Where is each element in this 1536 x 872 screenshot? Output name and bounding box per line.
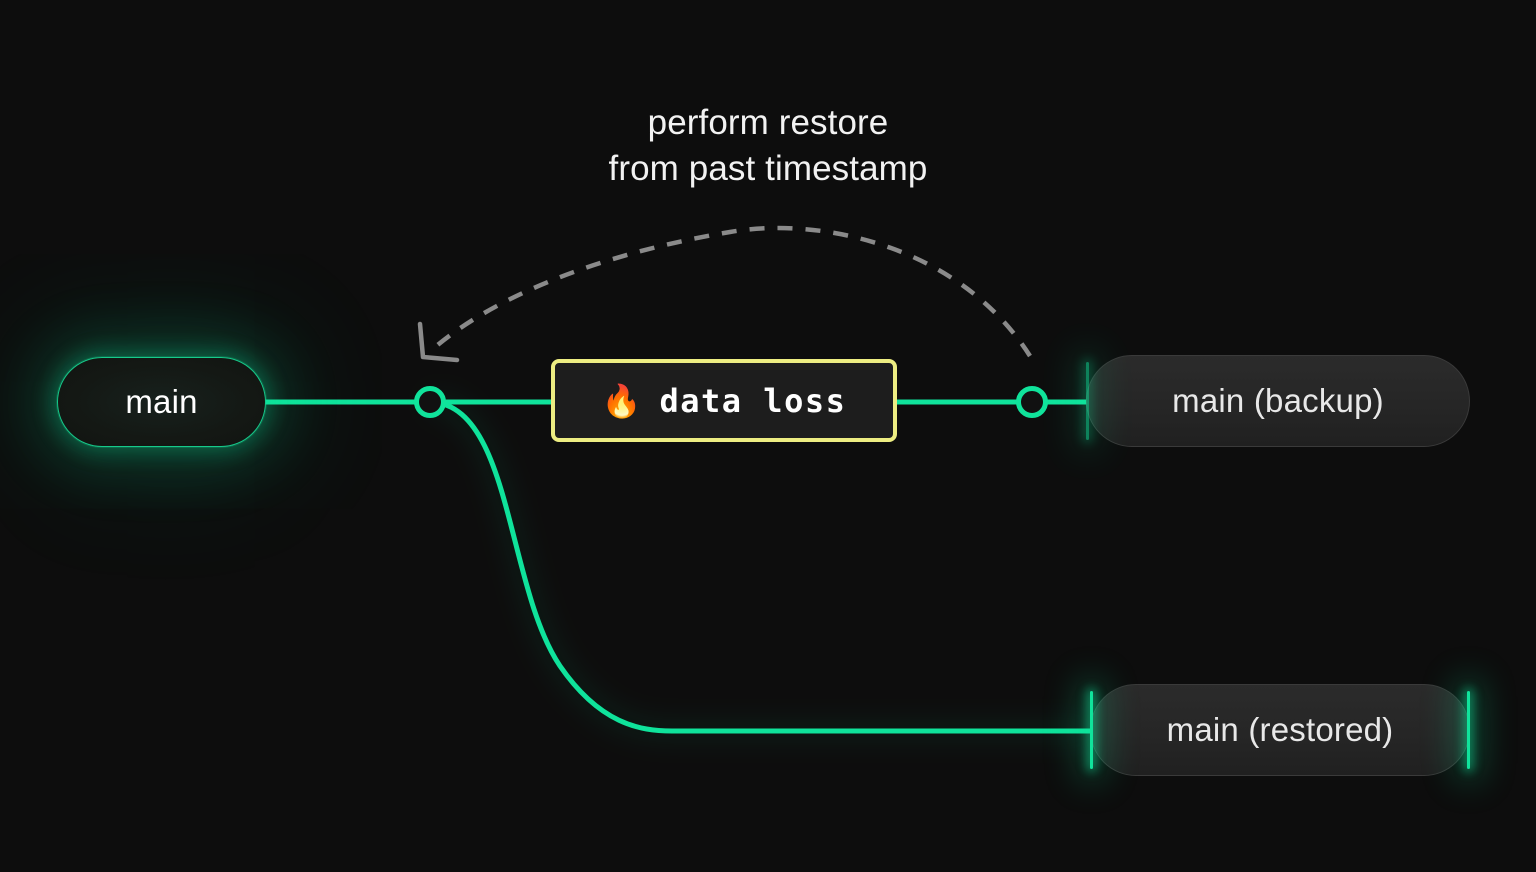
backup-node-edge-glow	[1086, 362, 1089, 440]
branch-node-main-label: main	[125, 383, 198, 420]
branch-node-backup[interactable]: main (backup)	[1086, 355, 1470, 447]
restore-arc-dashed	[432, 225, 1032, 358]
fire-icon: 🔥	[601, 382, 642, 419]
commit-node-backup-point[interactable]	[1016, 386, 1048, 418]
branch-node-backup-label: main (backup)	[1172, 382, 1384, 419]
branch-node-restored[interactable]: main (restored)	[1090, 684, 1470, 776]
commit-node-branch-point[interactable]	[414, 386, 446, 418]
data-loss-label: data loss	[659, 381, 847, 420]
branch-node-restored-label: main (restored)	[1166, 711, 1394, 748]
branch-node-main[interactable]: main	[3, 303, 320, 501]
restored-node-edge-glow-right	[1467, 691, 1470, 769]
data-loss-event-box[interactable]: 🔥 data loss	[551, 359, 897, 442]
restore-arrowhead-icon	[417, 321, 460, 363]
restore-annotation-caption: perform restore from past timestamp	[608, 103, 928, 188]
restored-node-edge-glow-left	[1090, 691, 1093, 769]
edge-restore-branch-glow	[429, 396, 1090, 737]
edge-restore-branch	[427, 399, 1093, 734]
